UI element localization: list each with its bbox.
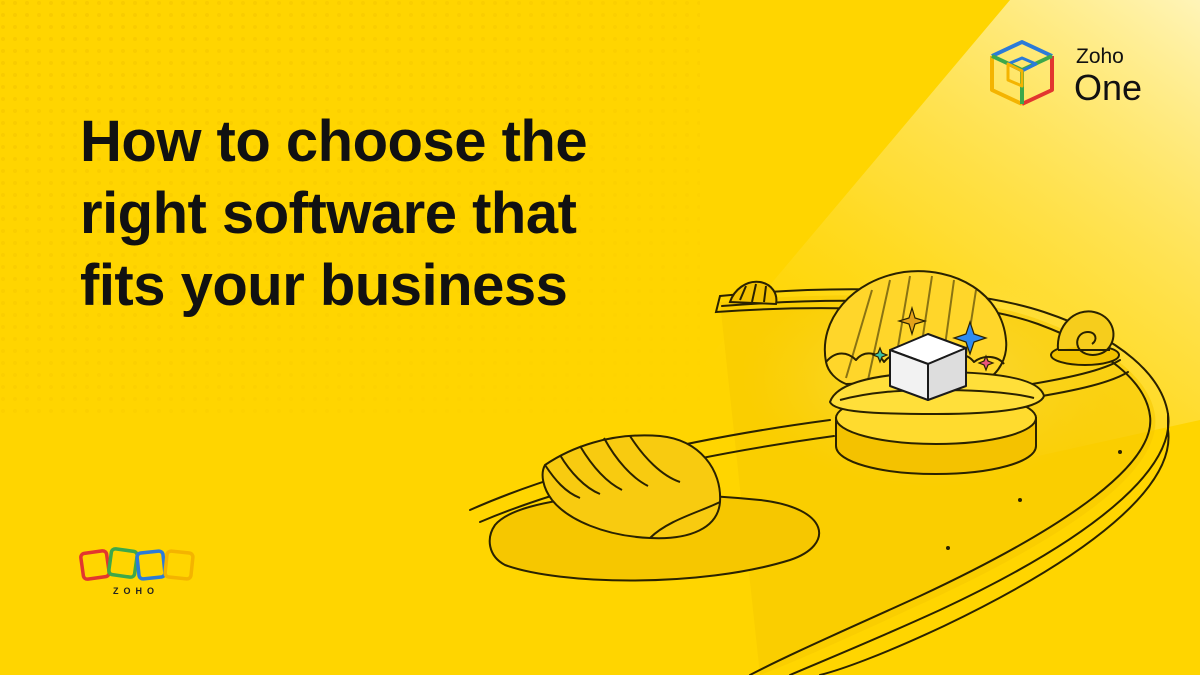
snail-shell xyxy=(1050,310,1120,366)
small-shell xyxy=(728,280,778,306)
headline-line-3: fits your business xyxy=(80,253,568,318)
headline-line-1: How to choose the xyxy=(80,109,588,174)
sparkle-pink-icon xyxy=(977,354,995,372)
sparkle-green-icon xyxy=(871,346,889,364)
sparkle-gold-icon xyxy=(896,305,928,337)
zoho-wordmark: ZOHO xyxy=(113,586,159,596)
cube-icon xyxy=(990,40,1054,106)
product-brand: Zoho xyxy=(1076,45,1124,68)
zoho-logo: ZOHO xyxy=(78,544,202,600)
sparkle-blue-icon xyxy=(952,320,988,356)
zoho-squares-logo xyxy=(79,547,195,581)
headline: How to choose the right software that fi… xyxy=(80,106,720,322)
zoho-one-logo: Zoho One xyxy=(986,34,1166,114)
track-rivets xyxy=(946,450,1122,550)
sparkles xyxy=(871,305,995,372)
headline-line-2: right software that xyxy=(80,181,577,246)
white-cube xyxy=(889,333,967,401)
product-name: One xyxy=(1074,67,1143,108)
halftone-dots xyxy=(0,0,700,420)
seashell xyxy=(541,434,722,540)
